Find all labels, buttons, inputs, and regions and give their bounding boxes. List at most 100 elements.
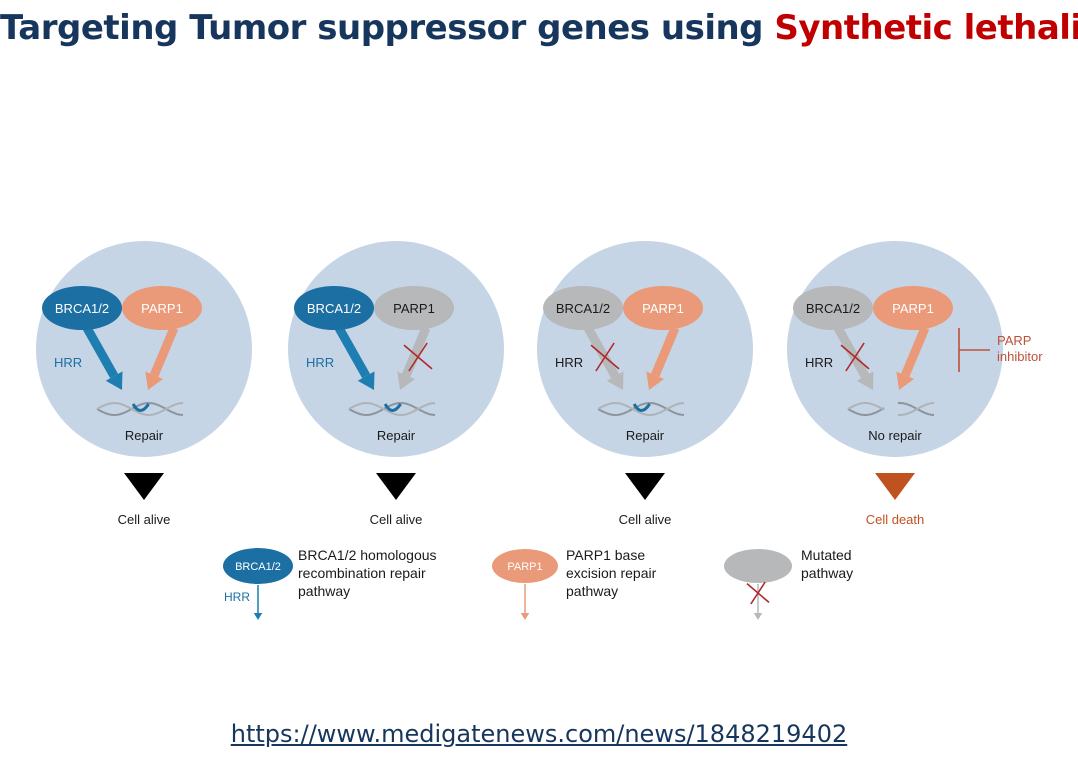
parp-arrow-shaft — [901, 326, 930, 377]
legend-brca-text-line: recombination repair — [298, 565, 426, 581]
legend-hrr-label: HRR — [224, 590, 250, 604]
inhibitor-label-line: inhibitor — [997, 349, 1043, 364]
slide-title: Targeting Tumor suppressor genes using S… — [0, 8, 1078, 48]
inhibitor-label-line: PARP — [997, 333, 1031, 348]
dna-helix-strand-a-1 — [897, 402, 934, 416]
parp-mutation-cross — [403, 342, 433, 372]
brca-oval — [42, 286, 122, 330]
parp-mutation-cross-stroke-b — [408, 342, 428, 372]
dna-helix — [597, 401, 685, 417]
dna-helix — [348, 401, 436, 417]
parp-label: PARP1 — [141, 301, 183, 316]
hrr-label: HRR — [805, 355, 833, 370]
legend-mutated-text-line: pathway — [801, 565, 853, 581]
dna-label: Repair — [125, 428, 164, 443]
dna-label: Repair — [626, 428, 665, 443]
source-link[interactable]: https://www.medigatenews.com/news/184821… — [230, 720, 848, 748]
parp-arrow-head — [397, 371, 416, 390]
brca-arrow — [83, 325, 123, 390]
cell-circle — [787, 241, 1003, 457]
brca-arrow — [584, 325, 624, 390]
brca-label: BRCA1/2 — [55, 301, 109, 316]
dna-helix-strand-b-0 — [597, 401, 685, 417]
dna-helix-strand-a-0 — [96, 401, 184, 417]
legend-mutated: Mutated pathway — [724, 547, 853, 620]
dna-helix-repair-strand — [632, 403, 651, 412]
brca-arrow — [335, 325, 375, 390]
parp-arrow-shaft — [402, 326, 431, 377]
parp-label: PARP1 — [892, 301, 934, 316]
brca-arrow-shaft — [584, 325, 620, 379]
cell-circle — [36, 241, 252, 457]
cell-circle — [537, 241, 753, 457]
legend-parp-oval — [492, 549, 558, 583]
dna-helix-strand-a-0 — [597, 401, 685, 417]
dna-helix-repair-strand — [131, 403, 150, 412]
hrr-label: HRR — [555, 355, 583, 370]
parp-arrow — [145, 326, 179, 390]
parp-oval — [122, 286, 202, 330]
cell-circle — [288, 241, 504, 457]
parp-arrow — [397, 326, 431, 390]
dna-label: No repair — [868, 428, 922, 443]
legend-mutated-text-line: Mutated — [801, 547, 852, 563]
outcome-triangle — [625, 473, 665, 500]
brca-label: BRCA1/2 — [806, 301, 860, 316]
brca-arrow — [834, 325, 874, 390]
parp-arrow — [896, 326, 930, 390]
brca-mutation-cross — [840, 342, 870, 372]
outcome-label: Cell alive — [619, 512, 672, 527]
parp-label: PARP1 — [642, 301, 684, 316]
dna-helix-strand-a-0 — [348, 401, 436, 417]
brca-mutation-cross — [590, 342, 620, 372]
dna-helix — [847, 402, 934, 416]
legend-brca-oval-label: BRCA1/2 — [235, 561, 281, 573]
outcome-label: Cell alive — [118, 512, 171, 527]
brca-label: BRCA1/2 — [307, 301, 361, 316]
parp-arrow-shaft — [150, 326, 179, 377]
legend-mutated-cross-stroke-b — [750, 581, 766, 605]
legend-mutated-cross — [746, 581, 770, 605]
title-main: Targeting Tumor suppressor genes using — [0, 8, 764, 48]
outcome-label: Cell death — [866, 512, 925, 527]
parp-arrow-shaft — [651, 326, 680, 377]
legend-mutated-oval — [724, 549, 792, 583]
dna-helix-repair-strand — [383, 403, 402, 412]
hrr-label: HRR — [306, 355, 334, 370]
title-accent: Synthetic lethality — [774, 8, 1078, 48]
outcome-label: Cell alive — [370, 512, 423, 527]
dna-helix-strand-b-0 — [348, 401, 436, 417]
dna-helix — [96, 401, 184, 417]
legend-parp-arrow-head — [520, 613, 530, 620]
brca-arrow-shaft — [83, 325, 119, 379]
dna-helix-strand-b-0 — [847, 402, 885, 411]
legend-brca-arrow — [253, 585, 263, 620]
legend-brca-text-line: pathway — [298, 583, 350, 599]
parp-oval — [873, 286, 953, 330]
parp-oval — [623, 286, 703, 330]
parp-arrow-head — [145, 371, 164, 390]
parp-label: PARP1 — [393, 301, 435, 316]
brca-mutation-cross-stroke-b — [845, 342, 865, 372]
legend-parp-text-line: excision repair — [566, 565, 657, 581]
dna-label: Repair — [377, 428, 416, 443]
legend-brca-oval — [223, 548, 293, 584]
hrr-label: HRR — [54, 355, 82, 370]
dna-helix-strand-b-1 — [897, 402, 934, 416]
legend-mutated-arrow — [753, 584, 763, 620]
legend-brca-arrow-head — [253, 613, 263, 620]
brca-arrow-head — [105, 371, 123, 390]
parp-arrow-head — [646, 371, 665, 390]
brca-mutation-cross-stroke-b — [595, 342, 615, 372]
brca-label: BRCA1/2 — [556, 301, 610, 316]
legend-mutated-arrow-head — [753, 613, 763, 620]
brca-oval — [543, 286, 623, 330]
